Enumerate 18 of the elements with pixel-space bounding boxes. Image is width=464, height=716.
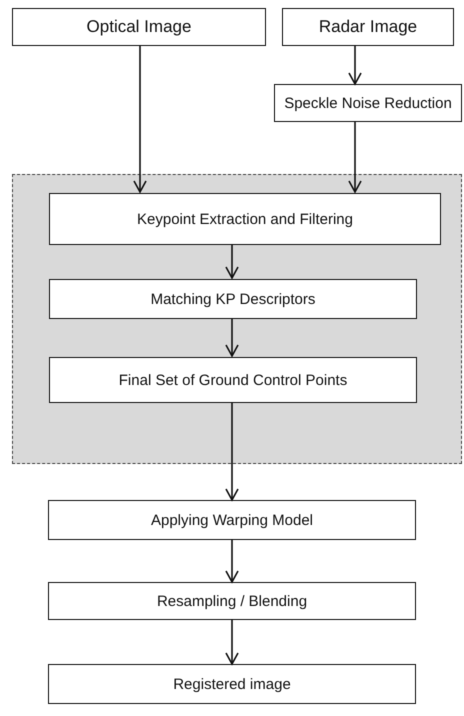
arrow [225, 620, 239, 665]
arrow [225, 318, 239, 357]
process-box: Registered image [48, 664, 416, 704]
arrow [225, 402, 239, 501]
arrow [348, 122, 362, 193]
process-box: Resampling / Blending [48, 582, 416, 620]
process-box: Final Set of Ground Control Points [49, 357, 417, 403]
process-box: Keypoint Extraction and Filtering [49, 193, 441, 245]
arrow [348, 46, 362, 85]
process-box: Applying Warping Model [48, 500, 416, 540]
process-box: Optical Image [12, 8, 266, 46]
group-panel [12, 174, 462, 464]
process-box: Speckle Noise Reduction [274, 84, 462, 122]
process-box: Radar Image [282, 8, 454, 46]
arrow [225, 244, 239, 279]
arrow [133, 46, 147, 193]
process-box: Matching KP Descriptors [49, 279, 417, 319]
arrow [225, 540, 239, 583]
